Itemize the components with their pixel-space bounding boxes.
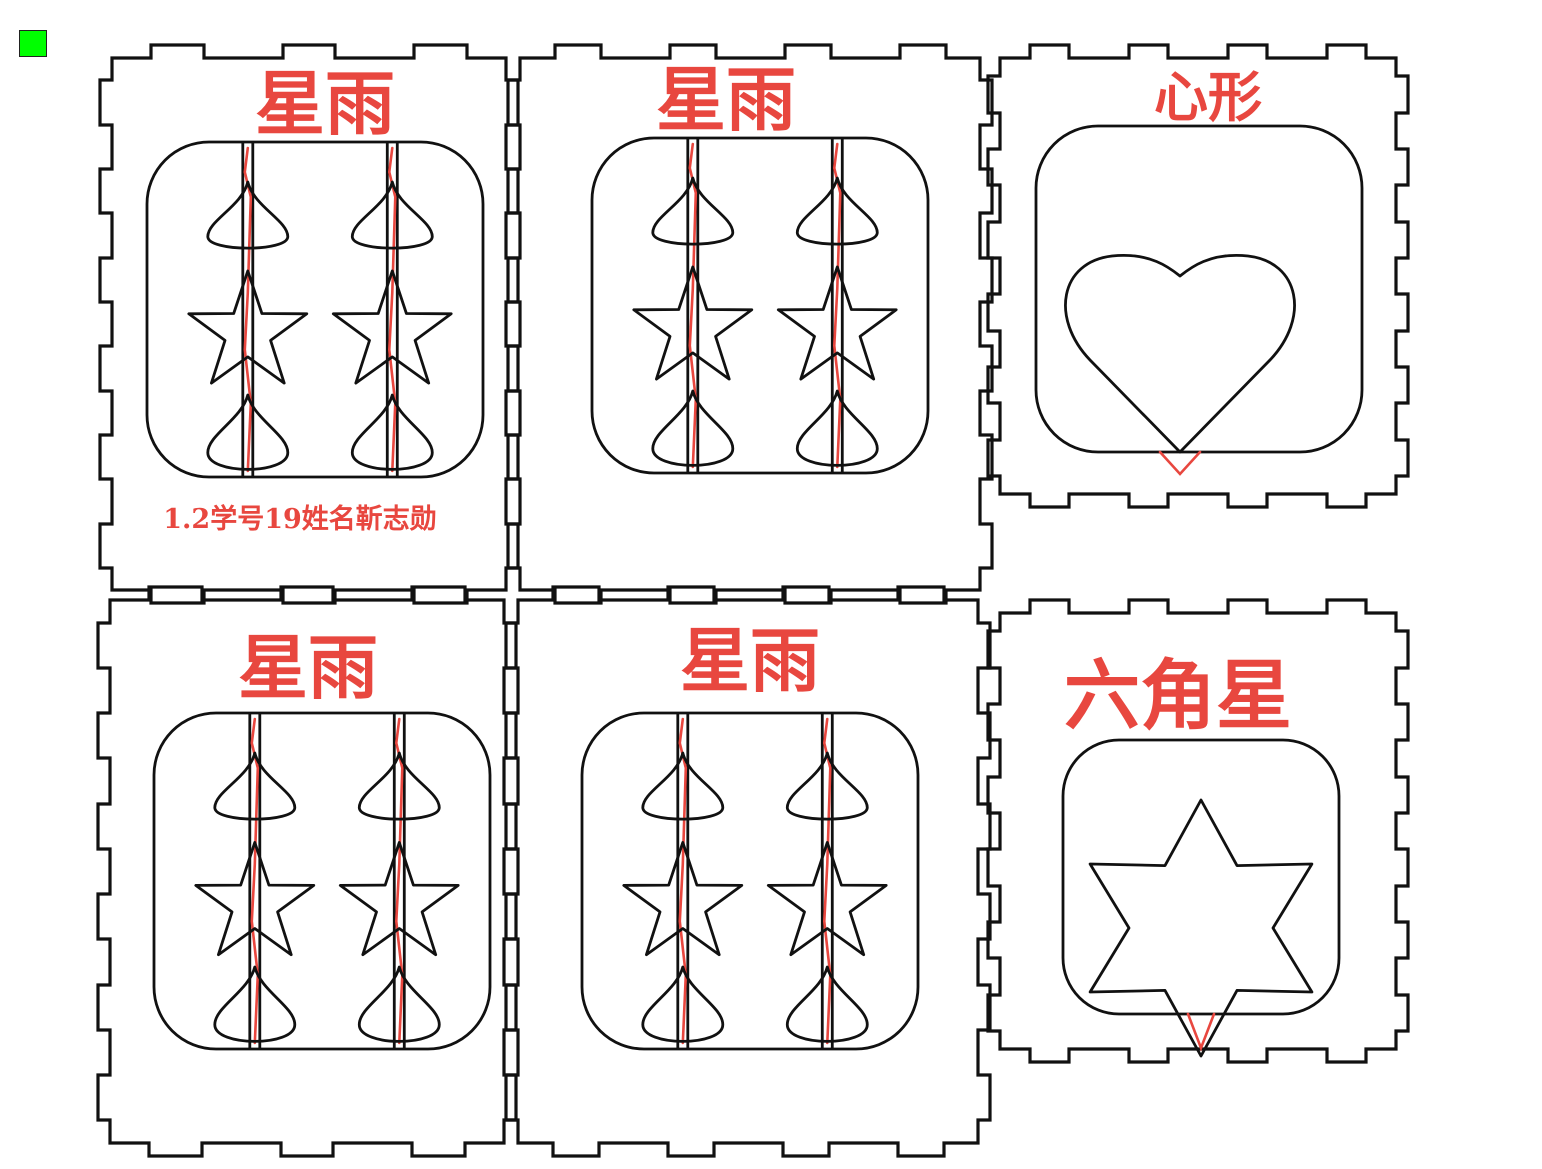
panel-heart: 心形: [986, 43, 1410, 509]
panel-star-rain-4: 星雨: [504, 585, 992, 1158]
panel-outline: [986, 598, 1410, 1064]
panel-outline: [504, 585, 992, 1158]
star-shape: [331, 269, 453, 385]
panel-outline: [506, 43, 994, 605]
drop-shape: [795, 176, 879, 246]
star-shape: [776, 265, 898, 381]
cut-line: [1158, 450, 1202, 476]
panel-caption: 1.2学号19姓名靳志勋: [163, 503, 437, 535]
panel-title: 心形: [1154, 65, 1262, 129]
panel-title: 六角星: [1064, 651, 1292, 740]
panel-hexagram: 六角星: [986, 598, 1410, 1064]
star-rain-design: [580, 711, 920, 1051]
green-status-square: [19, 30, 47, 57]
star-shape: [622, 841, 744, 957]
heart-shape: [1064, 253, 1296, 454]
hexagram-design: [1061, 738, 1341, 1058]
star-rain-design: [152, 711, 492, 1051]
drop-shape: [641, 751, 725, 821]
drop-shape: [795, 389, 879, 467]
star-shape: [632, 265, 754, 381]
heart-design: [1034, 124, 1364, 476]
drop-shape: [651, 176, 735, 246]
star-shape: [766, 841, 888, 957]
drop-shape: [357, 965, 441, 1043]
panel-star-rain-2: 星雨: [506, 43, 994, 605]
star-shape: [194, 841, 316, 957]
cut-line: [678, 717, 688, 1045]
inner-frame: [590, 136, 930, 475]
inner-frame: [1061, 738, 1341, 1016]
drop-shape: [785, 751, 869, 821]
cut-line: [387, 146, 397, 473]
panel-title: 星雨: [656, 58, 796, 141]
panel-title: 星雨: [255, 62, 395, 145]
cut-line: [243, 146, 253, 473]
inner-frame: [145, 140, 485, 479]
cut-line: [688, 142, 698, 469]
cut-line: [1186, 1012, 1216, 1052]
inner-frame: [1034, 124, 1364, 454]
star-shape: [338, 841, 460, 957]
cut-line: [832, 142, 842, 469]
drop-shape: [350, 180, 434, 250]
drop-shape: [213, 965, 297, 1043]
drop-shape: [785, 965, 869, 1043]
panel-title: 星雨: [680, 619, 820, 702]
hexagram-shape: [1088, 798, 1314, 1058]
drop-shape: [213, 751, 297, 821]
star-rain-design: [590, 136, 930, 475]
drop-shape: [651, 389, 735, 467]
drop-shape: [206, 180, 290, 250]
cut-line: [250, 717, 260, 1045]
cut-line: [394, 717, 404, 1045]
panel-title: 星雨: [238, 626, 378, 709]
panel-outline: [96, 585, 518, 1158]
drop-shape: [357, 751, 441, 821]
drop-shape: [350, 393, 434, 471]
inner-frame: [580, 711, 920, 1051]
drop-shape: [641, 965, 725, 1043]
panel-star-rain-3: 星雨: [96, 585, 518, 1158]
panel-outline: [98, 43, 520, 605]
drop-shape: [206, 393, 290, 471]
star-shape: [187, 269, 309, 385]
panel-star-rain-1: 星雨 1.2学号19姓名靳志勋: [98, 43, 520, 605]
cut-line: [822, 717, 832, 1045]
star-rain-design: [145, 140, 485, 479]
panel-outline: [986, 43, 1410, 509]
inner-frame: [152, 711, 492, 1051]
